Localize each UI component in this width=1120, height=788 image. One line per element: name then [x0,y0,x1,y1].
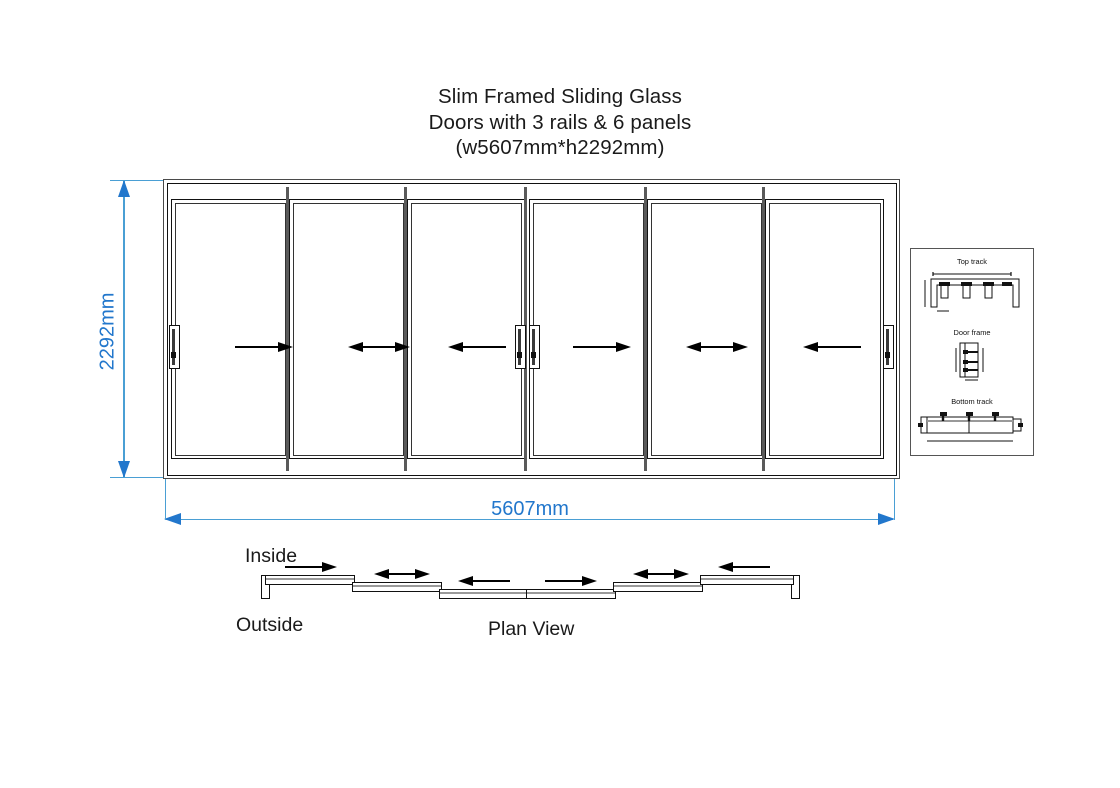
plan-panel-5[interactable] [613,582,703,592]
slide-arrow-panel-5 [686,340,748,354]
plan-panel-3[interactable] [439,589,529,599]
door-frame-profile [955,342,984,381]
width-ext-line-right [894,478,896,520]
height-ext-line-top [110,180,164,182]
top-track-profile [924,272,1020,312]
mullion-2 [404,187,407,471]
title-line-3: (w5607mm*h2292mm) [455,136,665,159]
slide-arrow-panel-2 [348,340,410,354]
plan-panel-2[interactable] [352,582,442,592]
plan-arrow-panel-4 [545,574,597,588]
plan-arrow-panel-1 [285,560,337,574]
height-dimension-label: 2292mm [96,292,119,371]
handle-panel-6[interactable] [883,325,894,369]
profile-details-box: Top track Door frame [910,248,1034,456]
door-panel-2[interactable] [289,199,407,459]
handle-panel-1[interactable] [169,325,180,369]
plan-arrow-panel-6 [718,560,770,574]
plan-panel-4[interactable] [526,589,616,599]
plan-jamb-right [791,575,800,599]
bottom-track-profile [918,412,1023,442]
inner-frame [166,182,897,476]
plan-panel-6[interactable] [700,575,794,585]
slide-arrow-panel-4 [573,340,631,354]
door-panel-6[interactable] [765,199,884,459]
door-elevation [163,179,900,479]
door-panel-5[interactable] [647,199,765,459]
height-ext-line-bottom [110,477,166,479]
height-dim-arrow-top [118,180,130,197]
slide-arrow-panel-6 [803,340,861,354]
drawing-title: Slim Framed Sliding Glass Doors with 3 r… [0,84,1120,161]
detail-label-bottom-track: Bottom track [951,397,993,406]
detail-label-top-track: Top track [957,257,987,266]
width-dim-arrow-right [878,513,895,525]
width-dimension-label: 5607mm [491,498,569,520]
door-panel-3[interactable] [407,199,525,459]
title-line-2: Doors with 3 rails & 6 panels [428,110,692,134]
slide-arrow-panel-1 [235,340,293,354]
title-line-1: Slim Framed Sliding Glass [437,85,682,108]
width-dim-arrow-left [164,513,181,525]
door-panel-4[interactable] [529,199,647,459]
plan-arrow-panel-3 [458,574,510,588]
detail-label-door-frame: Door frame [953,328,991,337]
height-dim-arrow-bottom [118,461,130,478]
mullion-5 [762,187,765,471]
mullion-1 [286,187,289,471]
door-panel-1[interactable] [171,199,289,459]
width-dimension-line [166,518,893,521]
height-dimension-line [123,180,125,478]
handle-panel-4-right[interactable] [529,325,540,369]
plan-inside-label: Inside [245,545,298,567]
handle-panel-4-left[interactable] [515,325,526,369]
slide-arrow-panel-3 [448,340,506,354]
plan-panel-1[interactable] [265,575,355,585]
plan-view-group: Inside Outside Plan View [236,540,820,640]
plan-arrow-panel-5 [633,567,689,581]
width-ext-line-left [165,478,167,520]
mullion-4 [644,187,647,471]
plan-view-title: Plan View [488,618,575,640]
plan-outside-label: Outside [236,614,304,636]
plan-arrow-panel-2 [374,567,430,581]
